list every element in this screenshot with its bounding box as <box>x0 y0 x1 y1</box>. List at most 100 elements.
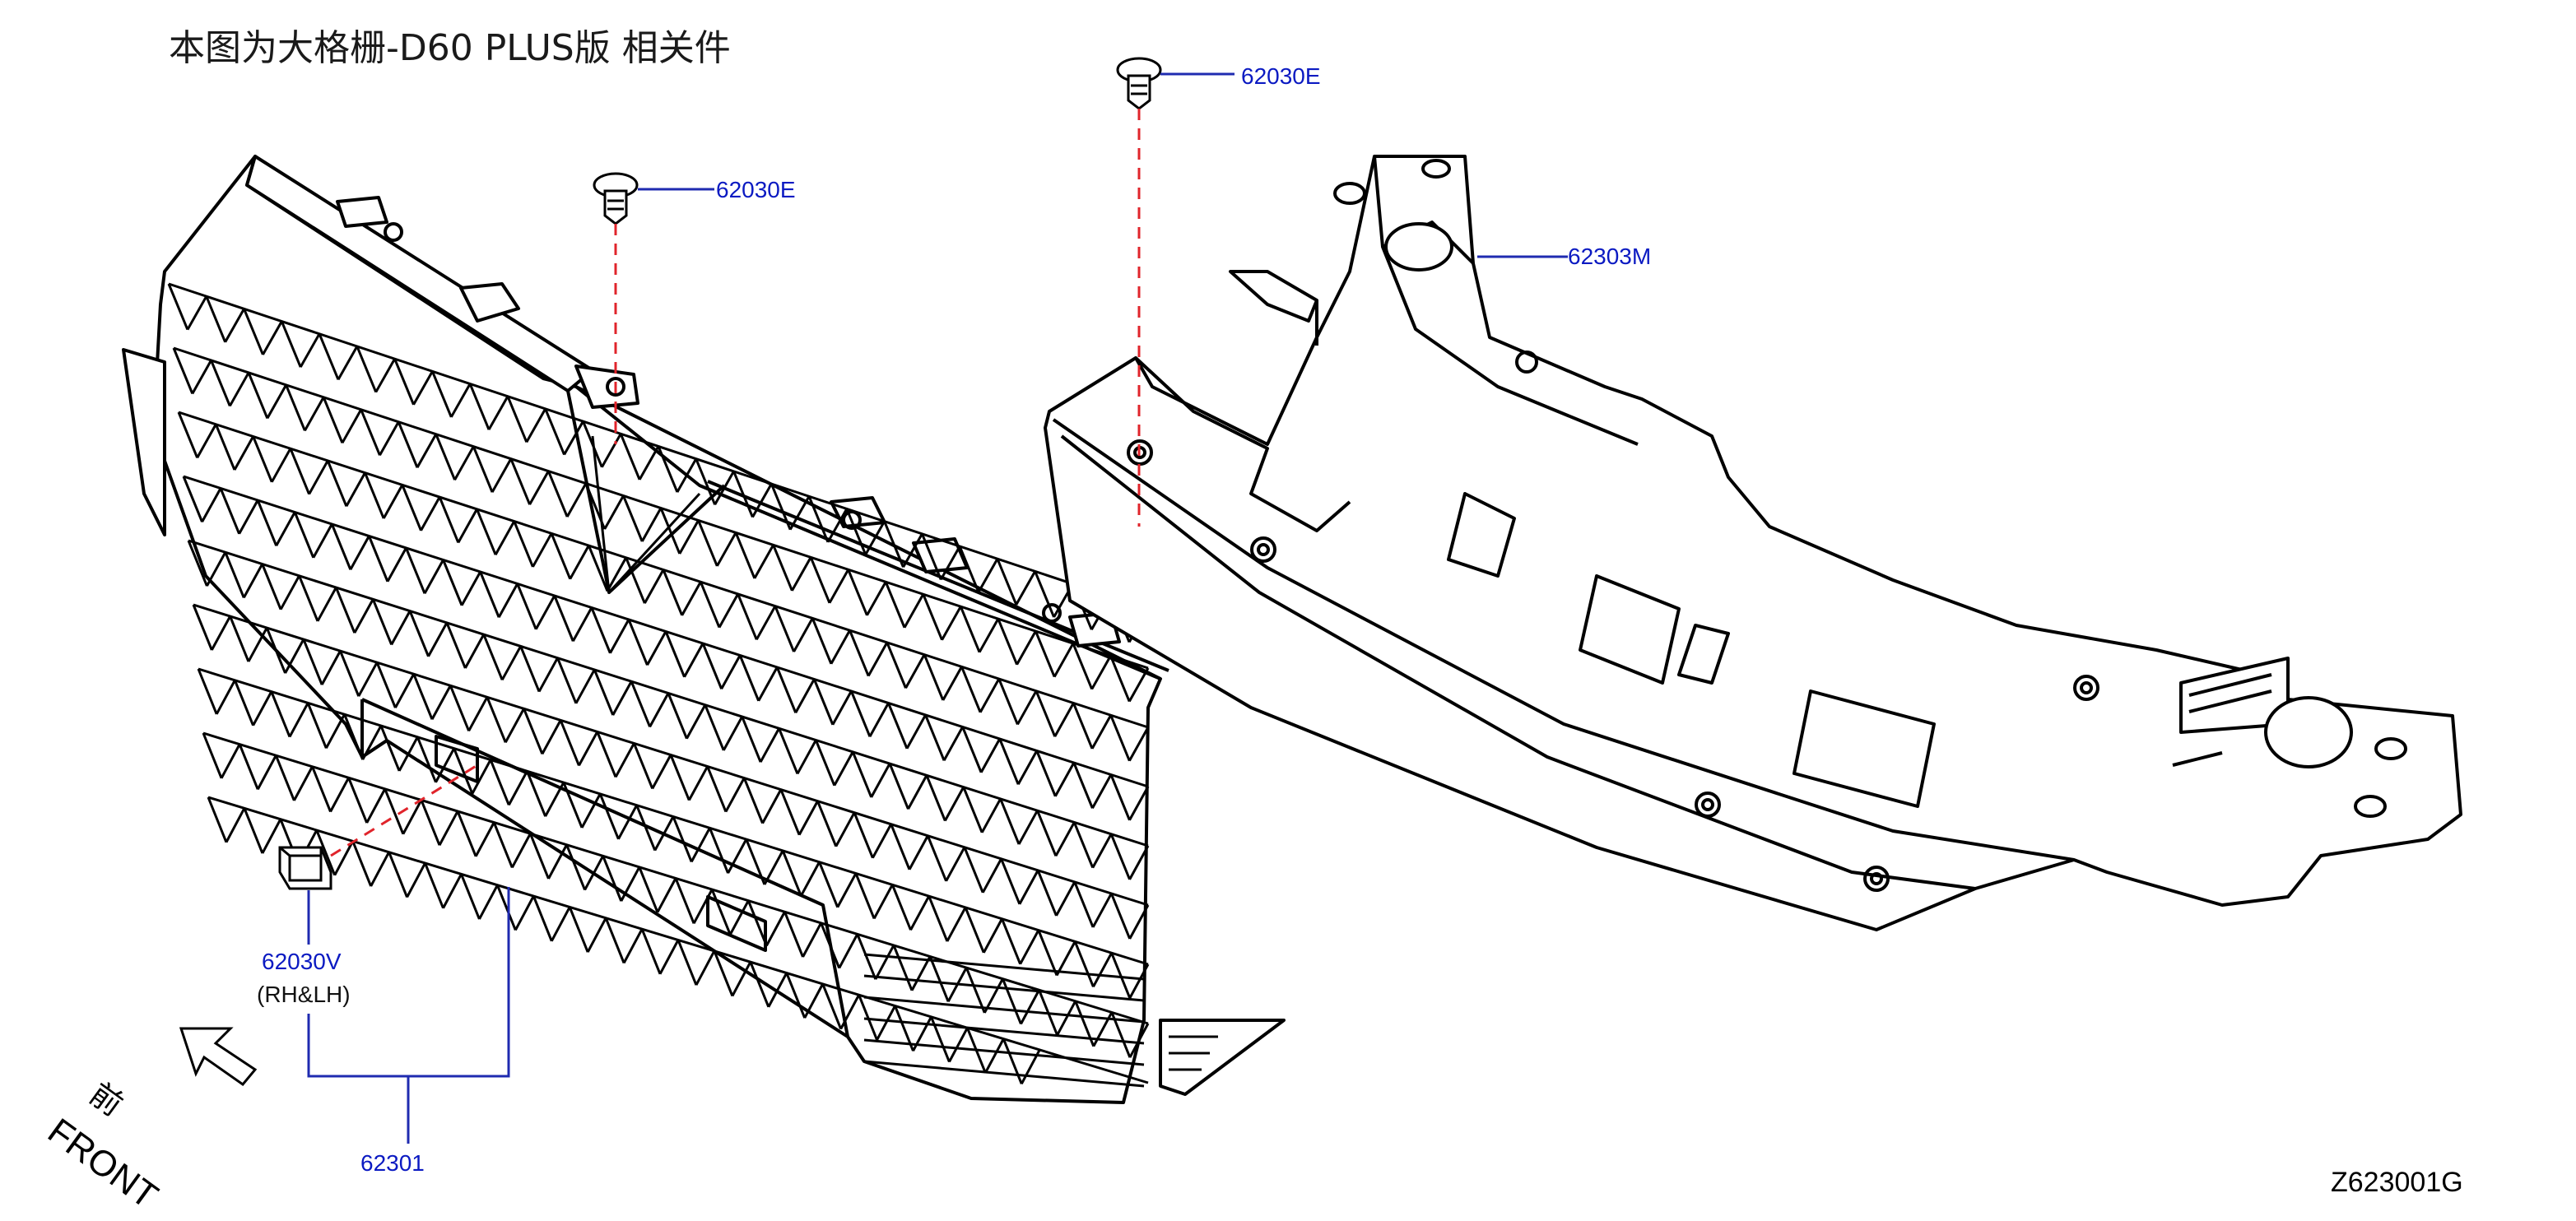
mesh-line <box>659 507 681 555</box>
mesh-line <box>632 742 654 790</box>
mesh-line <box>796 739 817 775</box>
mesh-line <box>233 435 254 471</box>
upper-cover-drawing <box>1044 155 2462 931</box>
mesh-line <box>1036 870 1058 917</box>
mesh-line <box>664 630 686 678</box>
mesh-line <box>692 889 714 924</box>
mesh-line <box>325 713 346 750</box>
mesh-line <box>565 844 587 891</box>
mesh-line <box>262 320 283 355</box>
mesh-line <box>868 702 890 737</box>
mesh-line <box>765 911 786 947</box>
mesh-line <box>320 650 342 685</box>
mesh-line <box>687 765 709 801</box>
clip-62030e-right-icon <box>1116 57 1162 110</box>
mesh-line <box>794 678 816 713</box>
mesh-line <box>778 727 799 775</box>
mesh-line <box>289 448 310 495</box>
mesh-line <box>449 685 471 731</box>
mesh-line <box>293 511 315 559</box>
mesh-line <box>476 508 497 555</box>
mesh-line <box>215 680 236 715</box>
mesh-line <box>487 395 509 430</box>
mesh-line <box>620 866 641 902</box>
mesh-line <box>963 847 984 894</box>
mesh-line <box>1072 643 1094 690</box>
mesh-line <box>537 657 559 693</box>
mesh-line <box>288 702 309 738</box>
mesh-line <box>818 861 839 908</box>
mesh-line <box>961 726 983 773</box>
mesh-line <box>590 606 611 654</box>
mesh-line <box>649 692 670 728</box>
mesh-line <box>714 471 735 506</box>
mesh-line <box>172 347 194 395</box>
mesh-line <box>345 471 366 508</box>
mesh-line <box>706 765 728 813</box>
mesh-line <box>568 906 589 953</box>
mesh-line <box>722 716 744 751</box>
mesh-line <box>781 850 802 897</box>
mesh-line <box>460 571 481 606</box>
mesh-line <box>1073 940 1095 987</box>
mesh-line <box>674 877 695 924</box>
mesh-line <box>1054 821 1076 857</box>
mesh-line <box>960 666 982 713</box>
mesh-line <box>902 533 923 568</box>
mesh-line <box>601 433 622 468</box>
mesh-line <box>944 786 965 822</box>
mesh-line <box>405 547 426 594</box>
mesh-line <box>492 822 514 868</box>
mesh-line <box>638 866 659 913</box>
mesh-line <box>761 788 783 824</box>
mesh-line <box>614 742 635 778</box>
mesh-line <box>210 615 231 651</box>
mesh-line <box>243 308 264 355</box>
clip-62030e-left-icon <box>593 172 639 225</box>
mesh-line <box>247 627 268 662</box>
mesh-line <box>1072 702 1094 750</box>
mesh-line <box>962 787 983 833</box>
mesh-line <box>584 483 607 530</box>
mesh-line <box>883 521 904 568</box>
mesh-line <box>653 815 675 852</box>
mesh-line <box>738 654 760 702</box>
mesh-line <box>644 569 665 604</box>
mesh-line <box>1109 714 1131 762</box>
mesh-line <box>697 519 718 567</box>
mesh-line <box>667 692 688 740</box>
mesh-line <box>553 595 574 642</box>
mesh-line <box>904 653 926 689</box>
mesh-line <box>445 622 467 669</box>
mesh-line <box>514 895 535 931</box>
mesh-line <box>343 713 365 760</box>
mesh-line <box>1001 918 1022 965</box>
mesh-line <box>412 673 434 720</box>
mesh-line <box>1128 727 1150 762</box>
mesh-line <box>888 763 909 810</box>
mesh-line <box>497 583 519 618</box>
mesh-line <box>559 719 580 766</box>
mesh-line <box>167 283 189 331</box>
mesh-line <box>863 974 1145 1002</box>
mesh-line <box>941 606 962 641</box>
mesh-line <box>946 907 967 942</box>
mesh-line <box>398 736 419 772</box>
mesh-line <box>718 593 739 629</box>
mesh-line <box>220 743 241 779</box>
mesh-line <box>416 736 437 783</box>
mesh-line <box>238 499 259 535</box>
mesh-line <box>669 754 690 801</box>
mesh-line <box>602 855 623 902</box>
mesh-line <box>676 457 698 493</box>
mesh-line <box>333 840 355 876</box>
mesh-line <box>582 420 603 468</box>
mesh-line <box>318 333 340 380</box>
mesh-line <box>958 546 980 593</box>
mesh-line <box>550 532 572 580</box>
mesh-line <box>681 581 702 616</box>
mesh-line <box>686 704 707 740</box>
mesh-line <box>1055 940 1076 977</box>
mesh-line <box>210 360 231 407</box>
mesh-line <box>442 559 463 606</box>
